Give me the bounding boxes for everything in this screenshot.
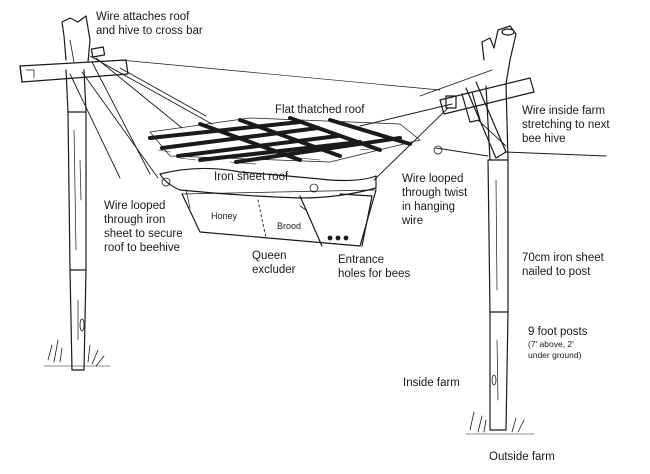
label-line: Entrance <box>338 254 385 266</box>
label-brood: Brood <box>277 221 302 231</box>
label-wire-inside: Wire inside farm stretching to next bee … <box>522 104 610 146</box>
left-post <box>43 15 111 371</box>
thatched-roof <box>148 116 421 165</box>
label-line: 9 foot posts <box>528 326 588 338</box>
label-flat-roof: Flat thatched roof <box>275 104 365 116</box>
label-wire-attaches: Wire attaches roof and hive to cross bar <box>96 10 203 38</box>
right-post <box>465 25 535 435</box>
label-line: in hanging <box>402 201 456 213</box>
label-line: Wire inside farm <box>522 105 606 117</box>
label-line: 70cm iron sheet <box>522 252 604 264</box>
label-line: Wire looped <box>402 173 464 185</box>
label-line: nailed to post <box>522 266 591 278</box>
label-line: Wire attaches roof <box>96 11 190 23</box>
label-outside-farm: Outside farm <box>489 451 555 463</box>
label-line: Wire looped <box>104 200 166 212</box>
label-iron-roof: Iron sheet roof <box>214 171 289 183</box>
label-honey: Honey <box>211 211 238 221</box>
label-line: Queen <box>252 250 287 262</box>
label-line: roof to beehive <box>104 242 181 254</box>
label-line: under ground) <box>528 350 582 360</box>
label-wire-looped-iron: Wire looped through iron sheet to secure… <box>104 199 183 255</box>
right-cross-bar <box>439 77 535 159</box>
label-line: sheet to secure <box>104 228 183 240</box>
label-queen-excluder: Queen excluder <box>252 249 295 277</box>
label-wire-looped-twist: Wire looped through twist in hanging wir… <box>402 172 467 228</box>
label-line: excluder <box>252 264 296 276</box>
label-inside-farm: Inside farm <box>403 377 460 389</box>
left-cross-bar <box>19 46 129 83</box>
label-iron-sheet-post: 70cm iron sheet nailed to post <box>522 251 604 279</box>
label-line: wire <box>402 215 424 227</box>
label-entrance: Entrance holes for bees <box>338 253 410 281</box>
label-line: holes for bees <box>338 268 411 280</box>
label-line: and hive to cross bar <box>96 25 203 37</box>
hive-box <box>181 189 377 247</box>
label-line: stretching to next <box>522 119 610 131</box>
label-line: (7' above, 2' <box>528 339 574 349</box>
wires <box>69 55 607 193</box>
label-line: bee hive <box>522 133 566 145</box>
label-line: through twist <box>402 187 468 199</box>
label-line: through iron <box>104 214 166 226</box>
label-posts: 9 foot posts (7' above, 2' under ground) <box>528 325 587 361</box>
